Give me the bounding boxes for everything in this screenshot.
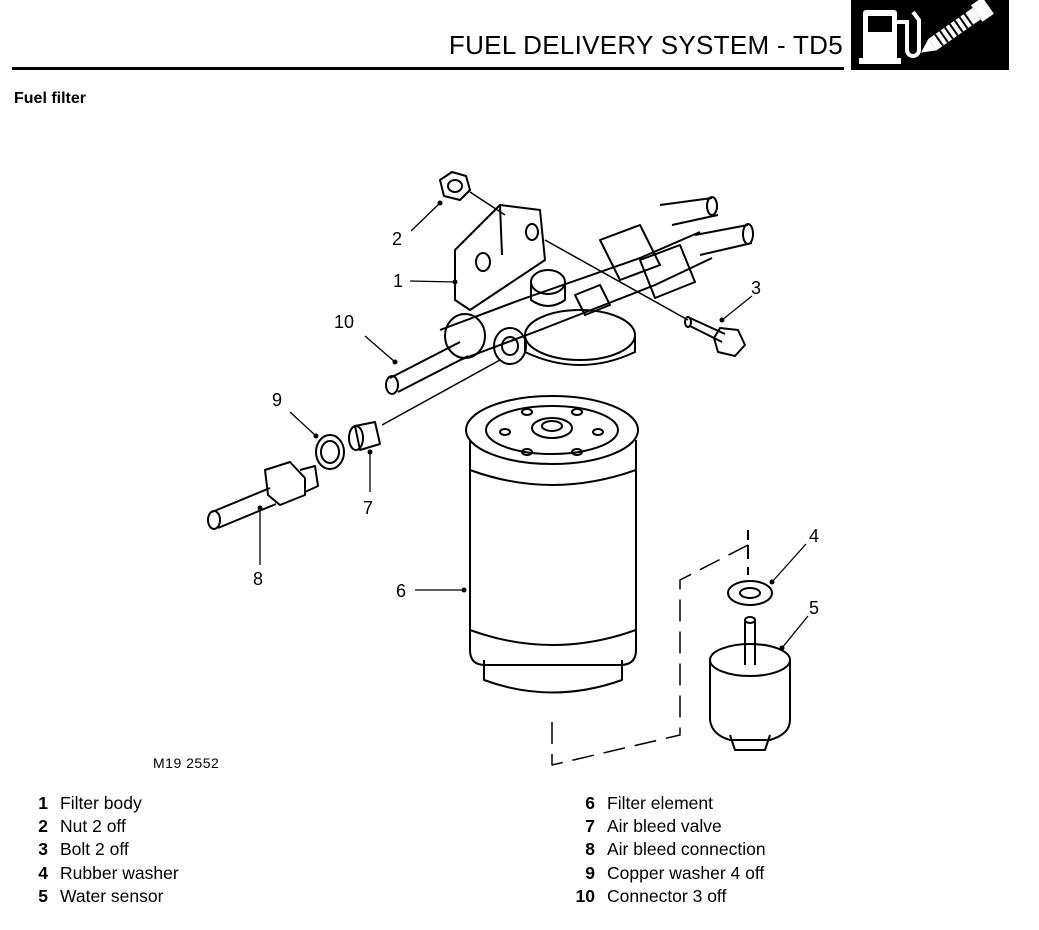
legend-item: 2 Nut 2 off [18, 815, 179, 838]
callout-7: 7 [363, 498, 374, 518]
legend-number: 10 [575, 885, 595, 906]
legend-number: 8 [585, 839, 595, 860]
callout-5: 5 [809, 598, 820, 618]
callout-2: 2 [392, 229, 403, 249]
legend-label: Air bleed connection [607, 839, 766, 860]
rubber-washer [727, 580, 773, 606]
legend-right: 6 Filter element 7 Air bleed valve 8 Air bl… [565, 792, 766, 908]
legend-label: Filter element [607, 793, 714, 813]
legend-item: 10 Connector 3 off [565, 885, 766, 908]
legend-number: 3 [38, 839, 48, 860]
legend-item: 8 Air bleed connection [565, 838, 766, 861]
figure-reference: M19 2552 [153, 755, 220, 771]
legend-item: 7 Air bleed valve [565, 815, 766, 838]
legend-label: Nut 2 off [60, 816, 126, 837]
legend-label: Bolt 2 off [60, 839, 129, 860]
legend-item: 4 Rubber washer [18, 862, 179, 885]
legend-number: 2 [38, 816, 48, 837]
filter-body [454, 204, 636, 366]
bolt [684, 316, 746, 357]
air-bleed-valve [348, 421, 381, 451]
legend-number: 1 [38, 793, 48, 813]
legend-label: Connector 3 off [607, 885, 727, 906]
callout-8: 8 [253, 569, 264, 589]
callout-4: 4 [809, 526, 820, 546]
callout-9: 9 [272, 390, 283, 410]
legend-label: Copper washer 4 off [607, 862, 765, 883]
water-sensor [709, 616, 791, 751]
injector-icon [920, 0, 994, 53]
filter-element [465, 395, 639, 694]
legend-item: 6 Filter element [565, 792, 766, 815]
callout-1: 1 [393, 271, 404, 291]
copper-washer [315, 434, 345, 470]
legend-item: 9 Copper washer 4 off [565, 862, 766, 885]
exploded-diagram [207, 171, 809, 766]
connector-tubes [385, 196, 754, 395]
callout-3: 3 [751, 278, 762, 298]
header-rule [12, 67, 844, 70]
section-logo [851, 0, 1009, 70]
nut [439, 171, 471, 201]
callout-6: 6 [396, 581, 407, 601]
legend-item: 3 Bolt 2 off [18, 838, 179, 861]
legend-label: Air bleed valve [607, 816, 722, 837]
callout-10: 10 [334, 312, 355, 332]
page-title: FUEL DELIVERY SYSTEM - TD5 [448, 30, 843, 60]
legend-label: Water sensor [60, 885, 164, 906]
legend-item: 5 Water sensor [18, 885, 179, 908]
legend-left: 1 Filter body 2 Nut 2 off 3 Bolt 2 off 4 Rub… [18, 792, 179, 908]
legend-label: Rubber washer [60, 862, 179, 883]
legend-item: 1 Filter body [18, 792, 179, 815]
legend-number: 9 [585, 862, 595, 883]
legend-label: Filter body [60, 793, 142, 813]
fuel-pump-icon [859, 10, 921, 64]
section-title: Fuel filter [14, 90, 87, 107]
legend-number: 7 [585, 816, 595, 837]
legend-number: 5 [38, 885, 48, 906]
legend-number: 4 [38, 862, 48, 883]
legend-number: 6 [585, 793, 595, 813]
air-bleed-connection [207, 461, 319, 530]
